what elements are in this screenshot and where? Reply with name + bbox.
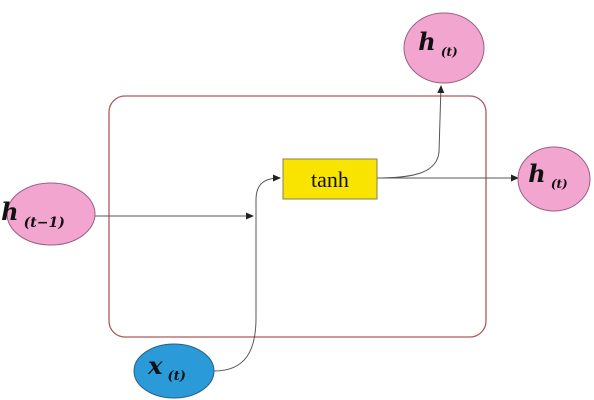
input-symbol: x [147,351,163,380]
previous-hidden-state-subscript: (t−1) [24,215,65,231]
output-hidden-state-top-ellipse [403,12,485,84]
output-hidden-state-right-subscript: (t) [551,177,568,191]
input-x-arrow [213,174,281,372]
tanh-label: tanh [311,167,349,192]
output-hidden-state-right-node: h (t) [517,146,591,212]
output-hidden-state-top-node: h (t) [403,12,485,84]
output-hidden-state-top-symbol: h [418,27,435,56]
output-hidden-state-right-symbol: h [528,159,545,188]
tanh-box-shape [282,158,378,200]
output-hidden-state-top-label: h (t) [418,27,457,59]
previous-hidden-state-symbol: h [1,197,18,226]
previous-hidden-state-label: h (t−1) [1,197,65,231]
output-hidden-state-top-subscript: (t) [441,45,458,59]
input-node: x (t) [133,343,215,399]
output-hidden-state-right-label: h (t) [528,159,567,191]
previous-hidden-state-ellipse [6,182,96,246]
tanh-activation-box: tanh [282,158,378,200]
output-up-arrow [376,85,445,179]
input-ellipse [133,343,215,399]
previous-hidden-state-node: h (t−1) [1,182,96,246]
output-hidden-state-right-ellipse [517,146,591,212]
input-subscript: (t) [168,369,186,384]
input-label: x (t) [147,351,186,384]
